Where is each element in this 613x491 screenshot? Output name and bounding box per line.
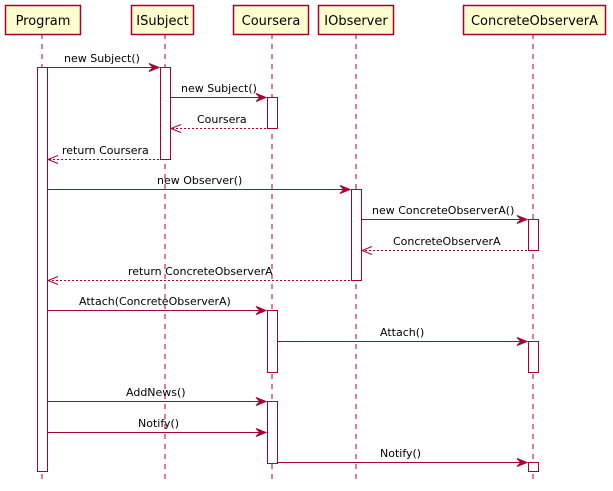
message-9: Attach(ConcreteObserverA) [48,295,268,315]
activation-bar-concreteobservera [528,219,539,251]
participant-box [232,4,310,36]
filled-arrowhead [516,215,529,224]
message-10: Attach() [278,326,529,346]
filled-arrowhead [255,428,268,437]
filled-arrowhead [255,306,268,315]
message-label: new Observer() [157,174,242,187]
message-13: Notify() [278,447,529,467]
message-12: Notify() [48,417,268,437]
activation-bar-isubject [160,67,171,160]
open-arrowhead [46,155,59,164]
participant-box [4,4,82,36]
activation-bar-iobserver [351,189,362,281]
activation-bar-program [37,67,48,472]
filled-arrowhead [339,185,352,194]
activation-bar-concreteobservera [528,462,539,472]
activation-bars [37,67,539,472]
open-arrowhead [46,276,59,285]
participant-iobserver: IObserver [317,4,395,36]
message-1: new Subject() [48,52,161,72]
filled-arrowhead [255,93,268,102]
lifelines [41,34,534,481]
message-label: Notify() [138,417,179,430]
message-label: Attach(ConcreteObserverA) [79,295,231,308]
message-label: Notify() [380,447,421,460]
message-8: return ConcreteObserverA [46,265,350,285]
participant-box [462,4,607,36]
open-arrowhead [360,246,373,255]
message-5: new Observer() [48,174,352,194]
participant-label: IObserver [324,14,388,29]
message-label: ConcreteObserverA [393,235,501,248]
participant-isubject: ISubject [130,4,195,36]
message-label: new Subject() [181,82,257,95]
message-label: new Subject() [64,52,140,65]
message-2: new Subject() [171,82,268,102]
participant-heads: Program ISubject Coursera IObserver Concrete… [4,4,607,36]
activation-bar-coursera [267,97,278,129]
participant-program: Program [4,4,82,36]
message-label: new ConcreteObserverA() [372,204,514,217]
message-11: AddNews() [48,386,268,406]
messages: new Subject() new Subject() Coursera return… [46,52,529,467]
message-label: AddNews() [126,386,186,399]
filled-arrowhead [516,458,529,467]
message-label: Coursera [197,113,247,126]
message-label: return Coursera [62,144,149,157]
participant-box [130,4,195,36]
message-6: new ConcreteObserverA() [362,204,529,224]
message-label: return ConcreteObserverA [128,265,273,278]
filled-arrowhead [516,337,529,346]
filled-arrowhead [148,63,161,72]
participant-box [317,4,395,36]
participant-label: ConcreteObserverA [471,14,598,29]
message-4: return Coursera [46,144,159,164]
message-3: Coursera [169,113,266,133]
participant-label: ISubject [136,14,188,29]
activation-bar-concreteobservera [528,341,539,373]
message-7: ConcreteObserverA [360,235,527,255]
activation-bar-coursera [267,310,278,373]
open-arrowhead [169,124,182,133]
participant-concreteobservera: ConcreteObserverA [462,4,607,36]
filled-arrowhead [255,397,268,406]
activation-bar-coursera [267,401,278,464]
participant-coursera: Coursera [232,4,310,36]
participant-label: Program [16,14,71,29]
participant-label: Coursera [242,14,301,29]
message-label: Attach() [380,326,424,339]
